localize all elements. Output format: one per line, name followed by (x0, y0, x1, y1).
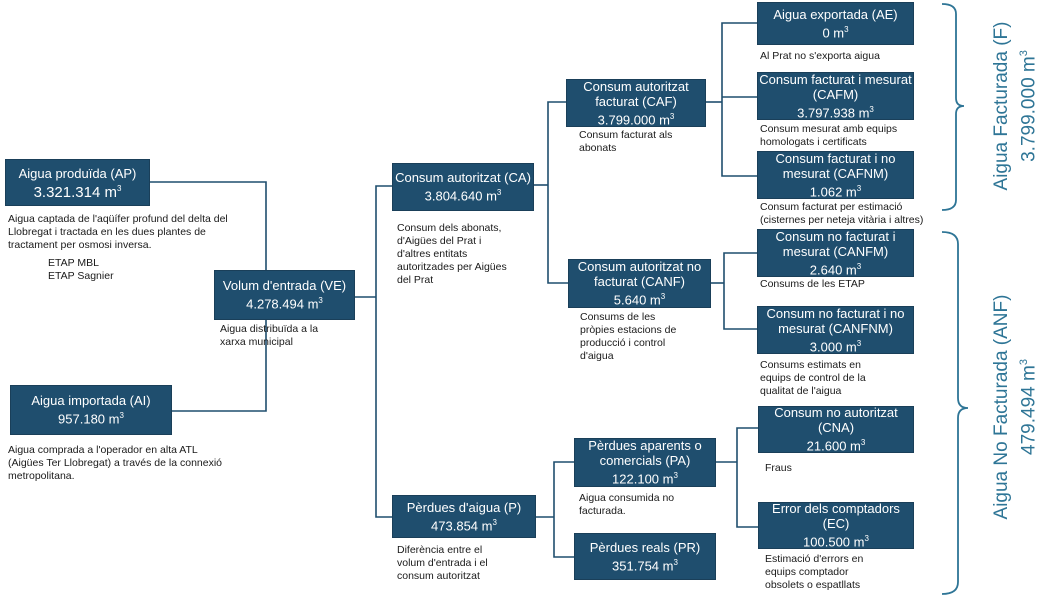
caf-title: Consum autoritzat facturat (CAF) (583, 78, 689, 109)
cafm-note: Consum mesurat amb equips homologats i c… (760, 123, 898, 148)
box-perdues-aigua: Pèrdues d'aigua (P) 473.854 m3 (392, 495, 536, 538)
ap-note: Aigua captada de l'aqüífer profund del d… (8, 213, 228, 251)
box-aigua-produida: Aigua produïda (AP) 3.321.314 m3 (5, 159, 150, 206)
pa-note: Aigua consumida no facturada. (579, 492, 675, 517)
box-aigua-exportada: Aigua exportada (AE) 0 m3 (757, 2, 914, 45)
cafm-value: 3.797.938 m3 (797, 104, 874, 121)
ec-title: Error dels comptadors (EC) (772, 501, 900, 532)
box-aigua-importada: Aigua importada (AI) 957.180 m3 (10, 385, 172, 435)
ap-title: Aigua produïda (AP) (18, 165, 137, 181)
box-consum-facturat-no-mesurat: Consum facturat i no mesurat (CAFNM) 1.0… (757, 151, 914, 199)
side-label-facturada: Aigua Facturada (F) 3.799.000 m3 (991, 0, 1039, 226)
anf-title: Aigua No Facturada (ANF) (991, 294, 1012, 520)
pr-title: Pèrdues reals (PR) (589, 539, 701, 555)
canfm-title: Consum no facturat i mesurat (CANFM) (775, 228, 896, 259)
box-consum-autoritzat-facturat: Consum autoritzat facturat (CAF) 3.799.0… (566, 79, 706, 127)
canfnm-value: 3.000 m3 (809, 338, 862, 355)
box-error-comptadors: Error dels comptadors (EC) 100.500 m3 (758, 501, 914, 550)
ae-note: Al Prat no s'exporta aigua (760, 50, 880, 62)
ec-value: 100.500 m3 (803, 534, 869, 550)
canf-note: Consums de les pròpies estacions de prod… (580, 311, 677, 362)
cafnm-value: 1.062 m3 (809, 183, 862, 200)
f-title: Aigua Facturada (F) (991, 21, 1012, 191)
ai-value: 957.180 m3 (58, 411, 124, 427)
caf-value: 3.799.000 m3 (597, 111, 675, 128)
ve-title: Volum d'entrada (VE) (222, 278, 347, 294)
ca-value: 3.804.640 m3 (424, 188, 502, 204)
box-perdues-reals: Pèrdues reals (PR) 351.754 m3 (574, 533, 716, 580)
cna-value: 21.600 m3 (806, 438, 866, 454)
pr-value: 351.754 m3 (612, 557, 678, 574)
pa-title: Pèrdues aparents o comercials (PA) (588, 438, 702, 469)
ec-note: Estimació d'errors en equips comptador o… (765, 553, 864, 591)
box-consum-no-facturat-no-mesurat: Consum no facturat i no mesurat (CANFNM)… (757, 306, 914, 354)
ca-note: Consum dels abonats, d'Aigües del Prat i… (397, 222, 507, 286)
ve-value: 4.278.494 m3 (246, 296, 323, 312)
cafnm-note: Consum facturat per estimació (cisternes… (760, 201, 924, 226)
box-consum-autoritzat: Consum autoritzat (CA) 3.804.640 m3 (392, 163, 534, 211)
box-consum-no-autoritzat: Consum no autoritzat (CNA) 21.600 m3 (758, 405, 914, 454)
canfnm-note: Consums estimats en equips de control de… (760, 359, 866, 397)
ae-title: Aigua exportada (AE) (773, 6, 898, 22)
ai-note: Aigua comprada a l'operador en alta ATL … (8, 444, 223, 482)
ve-note: Aigua distribuïda a la xarxa municipal (220, 323, 319, 348)
anf-value: 479.494 m3 (1018, 359, 1040, 455)
ap-sub-sagnier: ETAP Sagnier (48, 270, 114, 282)
ap-value: 3.321.314 m3 (33, 183, 122, 201)
f-value: 3.799.000 m3 (1018, 50, 1040, 162)
ai-title: Aigua importada (AI) (31, 393, 151, 409)
canfnm-title: Consum no facturat i no mesurat (CANFNM) (766, 305, 905, 336)
pa-value: 122.100 m3 (612, 471, 678, 487)
cna-note: Fraus (765, 462, 792, 474)
caf-note: Consum facturat als abonats (579, 129, 673, 154)
cna-title: Consum no autoritzat (CNA) (774, 405, 898, 436)
canfm-note: Consums de les ETAP (760, 278, 865, 290)
p-value: 473.854 m3 (431, 517, 497, 534)
p-title: Pèrdues d'aigua (P) (406, 499, 522, 515)
cafm-title: Consum facturat i mesurat (CAFM) (759, 71, 912, 102)
p-note: Diferència entre el volum d'entrada i el… (397, 544, 488, 582)
box-volum-entrada: Volum d'entrada (VE) 4.278.494 m3 (214, 270, 355, 320)
canfm-value: 2.640 m3 (809, 261, 862, 278)
box-consum-no-facturat-mesurat: Consum no facturat i mesurat (CANFM) 2.6… (757, 229, 914, 277)
box-consum-facturat-mesurat: Consum facturat i mesurat (CAFM) 3.797.9… (757, 72, 914, 120)
ae-value: 0 m3 (822, 24, 849, 41)
ca-title: Consum autoritzat (CA) (395, 170, 531, 186)
side-label-no-facturada: Aigua No Facturada (ANF) 479.494 m3 (991, 247, 1039, 567)
canf-title: Consum autoritzat no facturat (CANF) (577, 259, 702, 290)
box-perdues-aparents: Pèrdues aparents o comercials (PA) 122.1… (574, 438, 716, 487)
canf-value: 5.640 m3 (613, 292, 666, 308)
ap-sub-mbl: ETAP MBL (48, 257, 99, 269)
cafnm-title: Consum facturat i no mesurat (CAFNM) (775, 150, 896, 181)
box-consum-autoritzat-no-facturat: Consum autoritzat no facturat (CANF) 5.6… (568, 259, 711, 308)
